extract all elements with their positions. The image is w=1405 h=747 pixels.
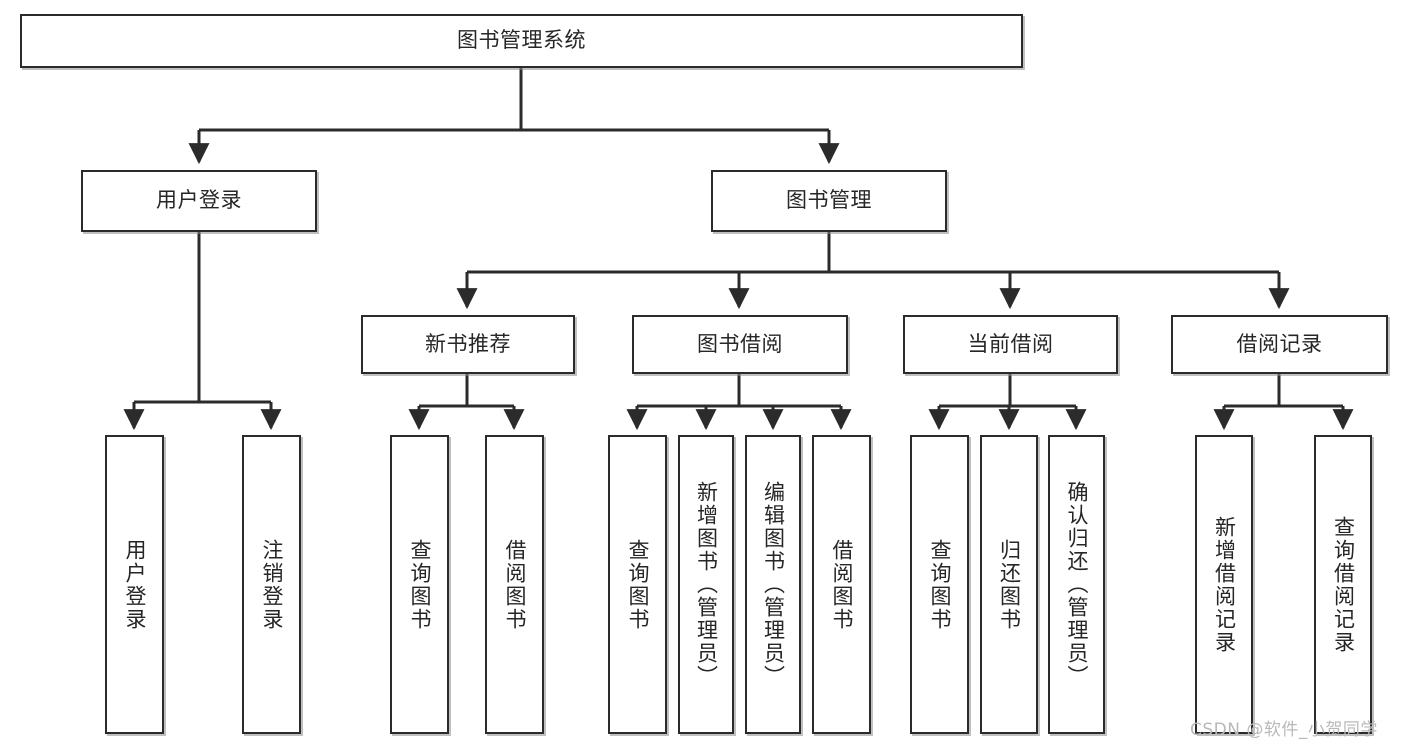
- node-user-login-label: 用户登录: [156, 188, 242, 213]
- node-current-borrow[interactable]: 当前借阅: [903, 315, 1118, 374]
- node-leaf-edit-book-admin[interactable]: 编辑图书（管理员）: [745, 435, 801, 734]
- node-leaf-borrow-book-recommend[interactable]: 借阅图书: [485, 435, 544, 734]
- node-leaf-add-book-admin[interactable]: 新增图书（管理员）: [678, 435, 734, 734]
- node-leaf-query-borrow-record-label: 查询借阅记录: [1331, 515, 1356, 654]
- node-leaf-query-book-recommend[interactable]: 查询图书: [390, 435, 449, 734]
- node-borrow-record-label: 借阅记录: [1236, 331, 1323, 356]
- node-book-borrow-label: 图书借阅: [697, 331, 783, 356]
- node-leaf-user-login-label: 用户登录: [123, 538, 147, 631]
- node-leaf-edit-book-admin-label: 编辑图书（管理员）: [761, 481, 786, 688]
- node-leaf-confirm-return-admin-label: 确认归还（管理员）: [1065, 481, 1089, 688]
- node-leaf-add-borrow-record[interactable]: 新增借阅记录: [1195, 435, 1253, 734]
- node-book-management[interactable]: 图书管理: [711, 170, 947, 232]
- node-leaf-logout-label: 注销登录: [260, 538, 284, 631]
- node-leaf-logout[interactable]: 注销登录: [242, 435, 301, 734]
- node-leaf-return-book-label: 归还图书: [997, 538, 1022, 631]
- node-new-book-recommend-label: 新书推荐: [425, 331, 511, 356]
- node-leaf-query-book-current[interactable]: 查询图书: [910, 435, 969, 734]
- node-leaf-add-book-admin-label: 新增图书（管理员）: [694, 481, 719, 688]
- node-leaf-borrow-book[interactable]: 借阅图书: [812, 435, 871, 734]
- node-root[interactable]: 图书管理系统: [20, 14, 1023, 68]
- csdn-watermark: CSDN @软件_小贺同学: [1190, 720, 1378, 740]
- node-borrow-record[interactable]: 借阅记录: [1171, 315, 1388, 374]
- node-leaf-query-book-current-label: 查询图书: [928, 538, 952, 631]
- node-leaf-add-borrow-record-label: 新增借阅记录: [1212, 515, 1237, 654]
- node-leaf-confirm-return-admin[interactable]: 确认归还（管理员）: [1048, 435, 1105, 734]
- node-leaf-return-book[interactable]: 归还图书: [980, 435, 1038, 734]
- node-leaf-user-login[interactable]: 用户登录: [105, 435, 164, 734]
- node-leaf-borrow-book-label: 借阅图书: [830, 538, 854, 631]
- node-book-management-label: 图书管理: [786, 188, 872, 213]
- node-leaf-query-book-borrow-label: 查询图书: [626, 538, 650, 631]
- node-new-book-recommend[interactable]: 新书推荐: [361, 315, 575, 374]
- node-leaf-query-book-borrow[interactable]: 查询图书: [608, 435, 667, 734]
- node-leaf-query-borrow-record[interactable]: 查询借阅记录: [1314, 435, 1372, 734]
- node-leaf-query-book-recommend-label: 查询图书: [408, 538, 432, 631]
- node-user-login[interactable]: 用户登录: [81, 170, 317, 232]
- node-leaf-borrow-book-recommend-label: 借阅图书: [503, 538, 527, 631]
- node-root-label: 图书管理系统: [457, 28, 586, 53]
- node-book-borrow[interactable]: 图书借阅: [632, 315, 848, 374]
- node-current-borrow-label: 当前借阅: [967, 331, 1054, 356]
